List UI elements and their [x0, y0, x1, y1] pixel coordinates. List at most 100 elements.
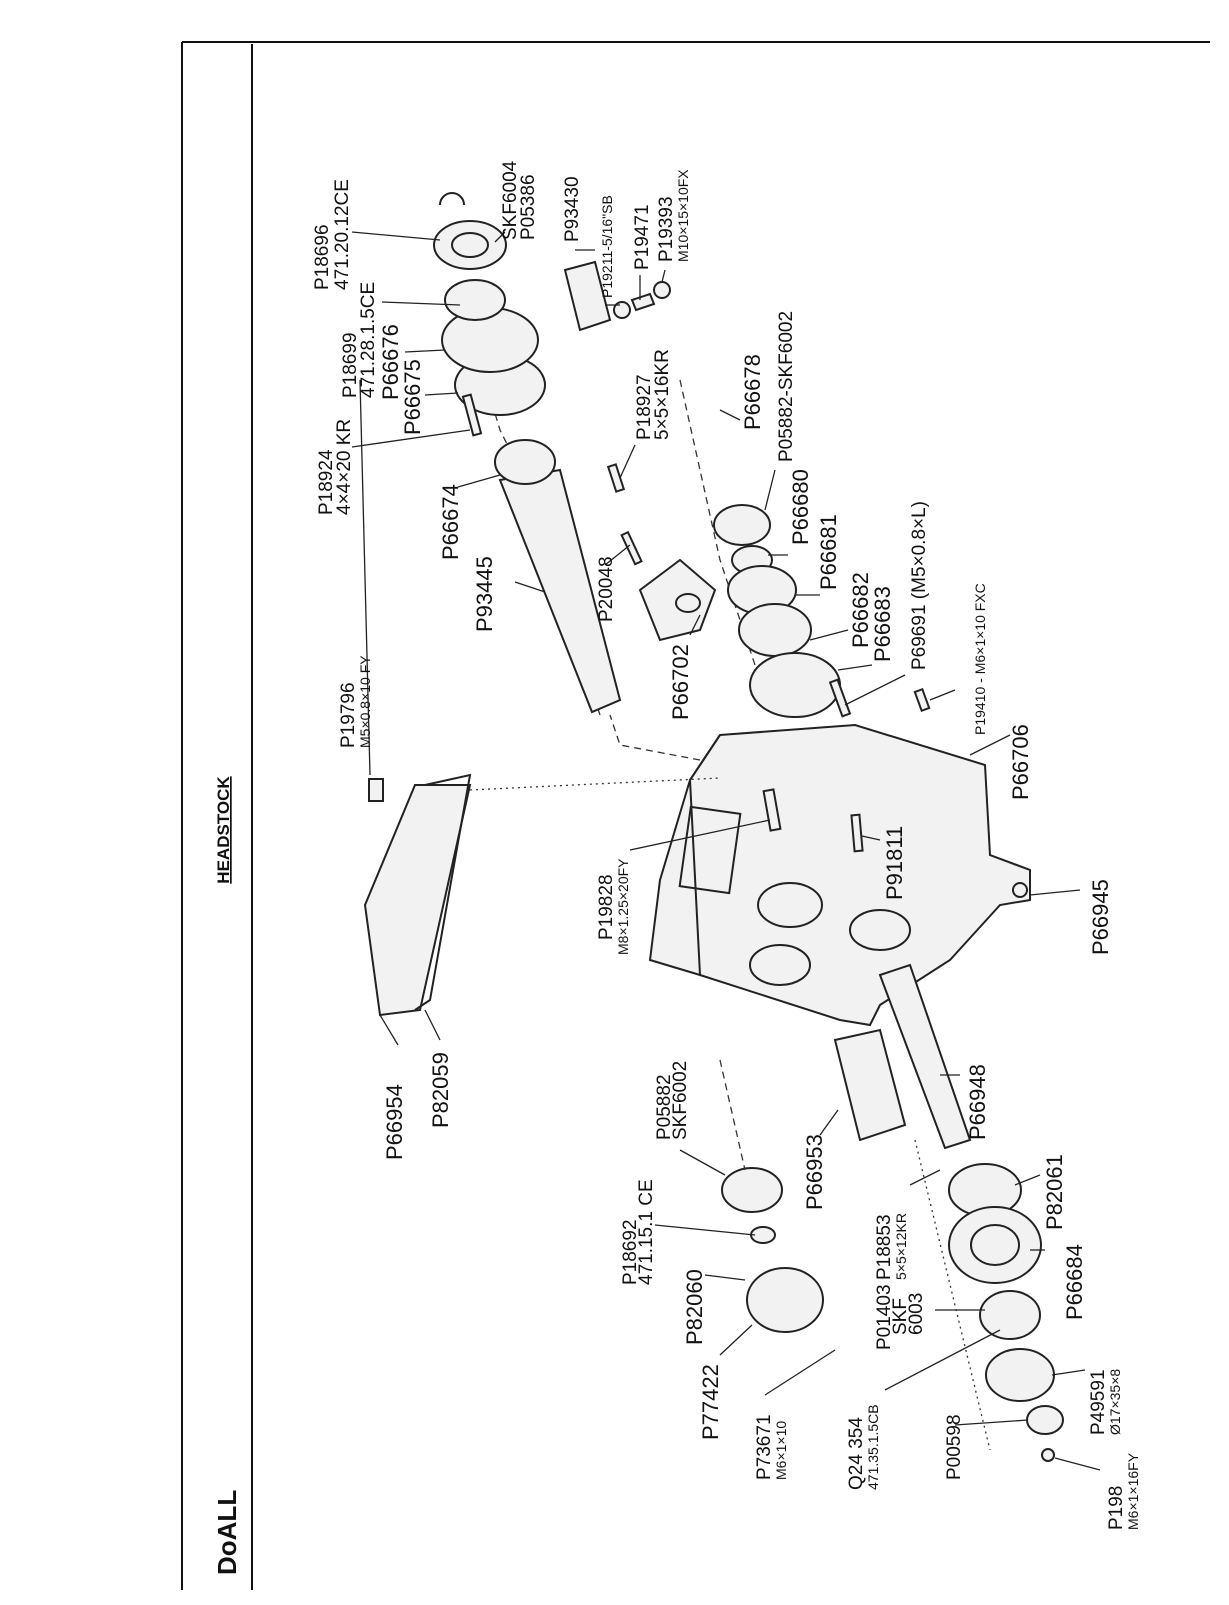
label-p18696-sub: 471.20.12CE: [332, 179, 353, 290]
cover-assembly: [363, 773, 472, 1017]
leader-p49591: [1051, 1369, 1086, 1376]
gear-p66683: [749, 652, 841, 718]
upper-shaft-assembly: [433, 192, 622, 716]
label-p18924: P18924: [316, 449, 337, 515]
leader-p05882-6002: [764, 469, 776, 511]
leader-p91811: [861, 835, 881, 841]
label-p18927-sub: 5×5×16KR: [652, 349, 673, 440]
label-p82061: P82061: [1042, 1154, 1067, 1230]
label-p93430: P93430: [562, 176, 583, 242]
label-p66674: P66674: [438, 484, 463, 560]
leader-p00598: [954, 1419, 1029, 1426]
collar-p49591: [985, 1348, 1055, 1402]
housing-bore-lower: [749, 944, 811, 986]
bearing-centerline: [719, 1059, 746, 1171]
pulley-p66684: [948, 1206, 1042, 1284]
leader-p20048: [604, 544, 631, 566]
part-labels: P18696 471.20.12CE SKF6004 P05386 P93430…: [312, 160, 1141, 1530]
pin-p91811: [850, 813, 864, 853]
label-p73671-sub: M6×1×10: [773, 1421, 789, 1480]
label-p19796-sub: M5×0.8×10 FY: [357, 655, 373, 748]
label-p66675: P66675: [400, 359, 425, 435]
leader-p18927: [619, 444, 636, 479]
label-p93445: P93445: [472, 556, 497, 632]
label-p66684: P66684: [1062, 1244, 1087, 1320]
leader-p19410: [929, 689, 956, 701]
label-q24354-sub: 471.35.1.5CB: [865, 1404, 881, 1490]
label-skf6004: SKF6004: [500, 160, 521, 240]
label-p18927: P18927: [634, 374, 655, 440]
leader-p18853: [909, 1169, 941, 1186]
leader-p93445: [514, 581, 546, 593]
label-p01403-sub: SKF: [890, 1298, 911, 1335]
leader-p66674: [457, 474, 501, 488]
cover-p66954: [363, 784, 472, 1017]
leader-p198: [1054, 1457, 1101, 1471]
label-p82060: P82060: [682, 1269, 707, 1345]
label-p19393-sub: M10×15×10FX: [675, 169, 691, 262]
ball-p19211: [613, 301, 631, 319]
label-p19828-sub: M8×1.25×20FY: [615, 858, 631, 955]
label-p82059: P82059: [428, 1052, 453, 1128]
leader-p77422: [719, 1324, 753, 1356]
label-p91811: P91811: [882, 826, 907, 900]
circlip-p18696: [439, 192, 465, 206]
bearing-p05882: [721, 1167, 783, 1213]
leader-p66678: [719, 409, 741, 421]
leader-p05882: [679, 1149, 726, 1176]
label-p66706: P66706: [1008, 724, 1033, 800]
leader-p66945: [1029, 889, 1081, 896]
label-p05882-6002: P05882-SKF6002: [776, 311, 797, 462]
cam-p66702-hole: [675, 593, 701, 613]
screw-p19393: [653, 281, 671, 299]
shaft-p66948: [878, 963, 972, 1150]
brand-logo-text: DoALL: [212, 1490, 242, 1575]
label-p01403-sub2: 6003: [906, 1293, 927, 1335]
spring-p19471: [630, 292, 656, 312]
leader-p66954: [379, 1014, 399, 1046]
label-p69691: P69691 (M5×0.8×L): [909, 501, 930, 670]
label-p66681: P66681: [816, 514, 841, 590]
bearing-p05882-6002: [713, 504, 771, 546]
housing-front-edge: [688, 734, 721, 976]
housing-bore-right: [849, 909, 911, 951]
label-p18699-sub: 471.28.1.5CE: [358, 282, 379, 398]
label-p05882-sub: SKF6002: [670, 1061, 691, 1140]
label-p01403: P01403: [874, 1284, 895, 1350]
leader-lines: [351, 231, 1101, 1471]
leader-p18699: [381, 301, 461, 306]
leader-p18696: [351, 231, 441, 241]
leader-p19393: [661, 269, 666, 283]
label-p66948: P66948: [965, 1064, 990, 1140]
leader-p66706: [969, 734, 1011, 756]
leader-p18692: [654, 1224, 756, 1236]
label-p77422: P77422: [698, 1364, 723, 1440]
worm-p93430: [563, 260, 612, 332]
gear-p66674: [494, 439, 556, 485]
label-p19410: P19410 - M6×1×10 FXC: [972, 583, 988, 735]
label-p05882: P05882: [654, 1074, 675, 1140]
label-p00598: P00598: [944, 1414, 965, 1480]
label-p198-sub: M6×1×16FY: [1125, 1452, 1141, 1530]
gear-p66682: [738, 603, 812, 657]
label-p18696: P18696: [312, 224, 333, 290]
label-p19828: P19828: [596, 874, 617, 940]
cap-p77422: [746, 1267, 824, 1333]
lower-gear-cluster: [620, 504, 931, 718]
label-p05386: P05386: [518, 174, 539, 240]
pulley-p66684-bore: [970, 1224, 1020, 1266]
label-p18692: P18692: [620, 1219, 641, 1285]
gasket-p82059: [414, 773, 472, 1011]
screw-p19410: [913, 687, 931, 713]
leader-skf6004: [494, 231, 506, 243]
leader-p69691: [844, 674, 906, 706]
label-p66682: P66682: [848, 572, 873, 648]
label-q24354: Q24 354: [846, 1417, 867, 1490]
leader-p66702: [689, 614, 701, 636]
pin-p20048: [620, 530, 643, 566]
label-p18853-sub: 5×5×12KR: [893, 1213, 909, 1280]
housing-window: [678, 805, 742, 895]
label-p18692-sub: 471.15.1 CE: [636, 1179, 657, 1285]
